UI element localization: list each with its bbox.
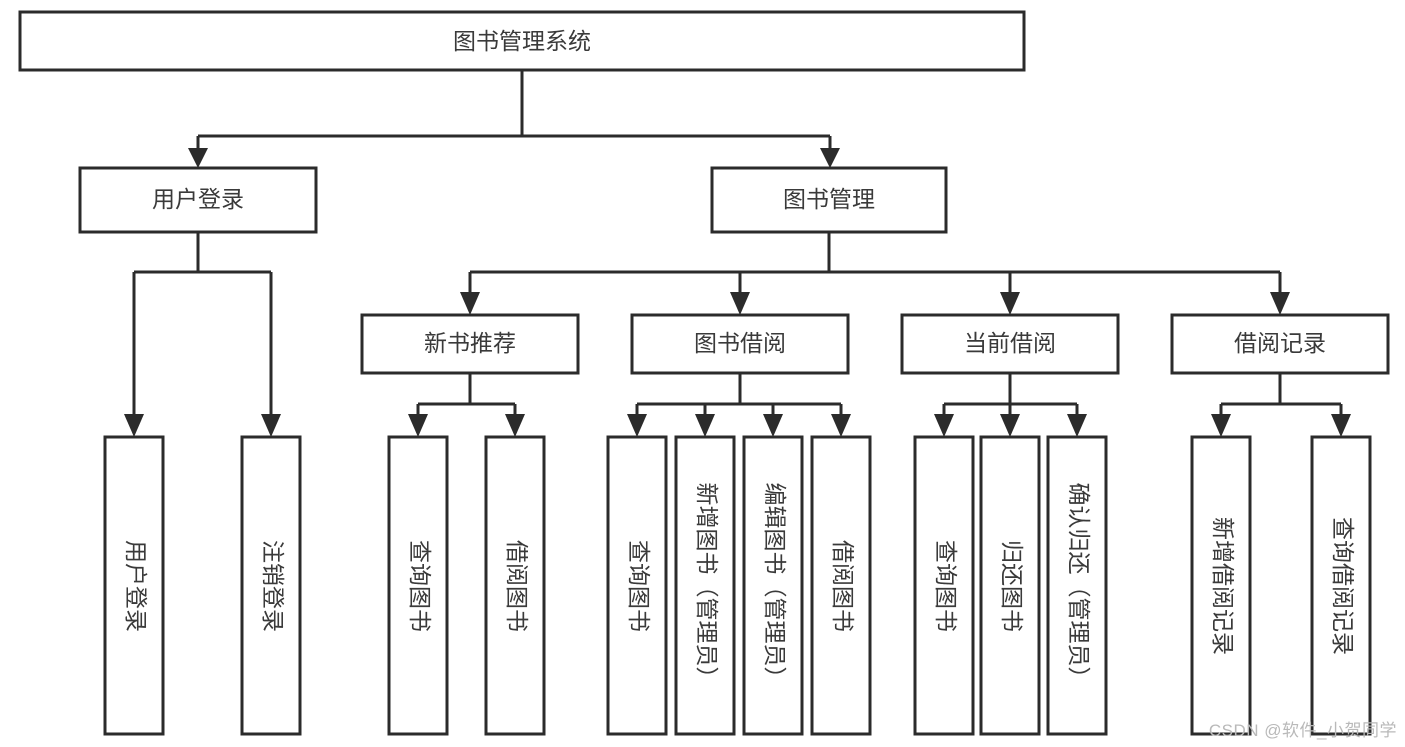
- node-borrow-record[interactable]: 借阅记录: [1170, 313, 1390, 375]
- node-book-manage[interactable]: 图书管理: [710, 166, 948, 234]
- arrow-head-book-borrow: [730, 292, 750, 315]
- node-leaf-query-record-label: 查询借阅记录: [1330, 517, 1356, 655]
- arrow-head-leaf-query-book-2: [627, 414, 647, 437]
- arrow-head-new-book-recommend: [460, 292, 480, 315]
- node-leaf-logout[interactable]: 注销登录: [240, 435, 302, 736]
- node-leaf-confirm-return-box[interactable]: [1046, 435, 1108, 736]
- arrow-head-leaf-logout: [261, 414, 281, 437]
- node-leaf-query-book-1-box[interactable]: [387, 435, 449, 736]
- node-leaf-confirm-return-label: 确认归还（管理员）: [1066, 483, 1092, 690]
- node-current-borrow[interactable]: 当前借阅: [900, 313, 1120, 375]
- node-current-borrow-box[interactable]: [900, 313, 1120, 375]
- node-leaf-query-book-2[interactable]: 查询图书: [606, 435, 668, 736]
- node-root-label: 图书管理系统: [453, 28, 591, 54]
- node-user-login-label: 用户登录: [152, 186, 244, 212]
- arrow-head-leaf-add-record: [1211, 414, 1231, 437]
- node-user-login-box[interactable]: [78, 166, 318, 234]
- node-root[interactable]: 图书管理系统: [18, 10, 1026, 72]
- node-leaf-query-book-2-box[interactable]: [606, 435, 668, 736]
- node-user-login[interactable]: 用户登录: [78, 166, 318, 234]
- node-leaf-add-record[interactable]: 新增借阅记录: [1190, 435, 1252, 736]
- node-leaf-query-book-1-label: 查询图书: [407, 540, 433, 632]
- node-leaf-query-record[interactable]: 查询借阅记录: [1310, 435, 1372, 736]
- node-leaf-add-record-box[interactable]: [1190, 435, 1252, 736]
- node-book-borrow-label: 图书借阅: [694, 330, 786, 356]
- arrow-head-user-login: [188, 148, 208, 168]
- node-borrow-record-box[interactable]: [1170, 313, 1390, 375]
- arrow-head-leaf-query-book-3: [934, 414, 954, 437]
- node-leaf-query-book-1[interactable]: 查询图书: [387, 435, 449, 736]
- node-leaf-return-book[interactable]: 归还图书: [979, 435, 1041, 736]
- arrow-head-leaf-add-book: [695, 414, 715, 437]
- node-book-borrow[interactable]: 图书借阅: [630, 313, 850, 375]
- node-leaf-user-login-label: 用户登录: [123, 540, 149, 632]
- node-leaf-query-record-box[interactable]: [1310, 435, 1372, 736]
- node-leaf-return-book-label: 归还图书: [999, 540, 1025, 632]
- node-leaf-borrow-book-2-box[interactable]: [810, 435, 872, 736]
- node-leaf-borrow-book-1-box[interactable]: [484, 435, 546, 736]
- node-book-manage-label: 图书管理: [783, 186, 875, 212]
- node-root-box[interactable]: [18, 10, 1026, 72]
- node-leaf-edit-book[interactable]: 编辑图书（管理员）: [742, 435, 804, 736]
- node-leaf-user-login[interactable]: 用户登录: [103, 435, 165, 736]
- arrow-head-leaf-user-login: [124, 414, 144, 437]
- node-leaf-borrow-book-1-label: 借阅图书: [504, 540, 530, 632]
- node-leaf-add-record-label: 新增借阅记录: [1210, 517, 1236, 655]
- node-leaf-borrow-book-2-label: 借阅图书: [830, 540, 856, 632]
- node-new-book-recommend-box[interactable]: [360, 313, 580, 375]
- node-current-borrow-label: 当前借阅: [964, 330, 1056, 356]
- arrow-head-book-manage: [820, 148, 840, 168]
- node-leaf-logout-box[interactable]: [240, 435, 302, 736]
- node-borrow-record-label: 借阅记录: [1234, 330, 1326, 356]
- arrow-head-leaf-borrow-book-1: [505, 414, 525, 437]
- node-leaf-add-book-box[interactable]: [674, 435, 736, 736]
- arrow-head-leaf-confirm-return: [1067, 414, 1087, 437]
- arrow-head-leaf-query-book-1: [408, 414, 428, 437]
- node-leaf-logout-label: 注销登录: [260, 540, 286, 632]
- node-leaf-user-login-box[interactable]: [103, 435, 165, 736]
- node-book-manage-box[interactable]: [710, 166, 948, 234]
- arrow-head-leaf-query-record: [1331, 414, 1351, 437]
- arrow-head-current-borrow: [1000, 292, 1020, 315]
- watermark-text: CSDN @软件_小贺同学: [1208, 721, 1397, 740]
- node-leaf-borrow-book-2[interactable]: 借阅图书: [810, 435, 872, 736]
- node-leaf-edit-book-label: 编辑图书（管理员）: [762, 483, 788, 690]
- node-leaf-add-book-label: 新增图书（管理员）: [694, 483, 720, 690]
- node-leaf-confirm-return[interactable]: 确认归还（管理员）: [1046, 435, 1108, 736]
- node-leaf-borrow-book-1[interactable]: 借阅图书: [484, 435, 546, 736]
- connector-group: [124, 70, 1351, 437]
- node-new-book-recommend[interactable]: 新书推荐: [360, 313, 580, 375]
- node-leaf-query-book-3-box[interactable]: [913, 435, 975, 736]
- node-leaf-query-book-2-label: 查询图书: [626, 540, 652, 632]
- node-leaf-query-book-3[interactable]: 查询图书: [913, 435, 975, 736]
- arrow-head-borrow-record: [1270, 292, 1290, 315]
- node-new-book-recommend-label: 新书推荐: [424, 330, 516, 356]
- arrow-head-leaf-borrow-book-2: [831, 414, 851, 437]
- arrow-head-leaf-return-book: [1000, 414, 1020, 437]
- node-leaf-edit-book-box[interactable]: [742, 435, 804, 736]
- node-leaf-query-book-3-label: 查询图书: [933, 540, 959, 632]
- node-book-borrow-box[interactable]: [630, 313, 850, 375]
- arrow-head-leaf-edit-book: [763, 414, 783, 437]
- node-leaf-return-book-box[interactable]: [979, 435, 1041, 736]
- node-leaf-add-book[interactable]: 新增图书（管理员）: [674, 435, 736, 736]
